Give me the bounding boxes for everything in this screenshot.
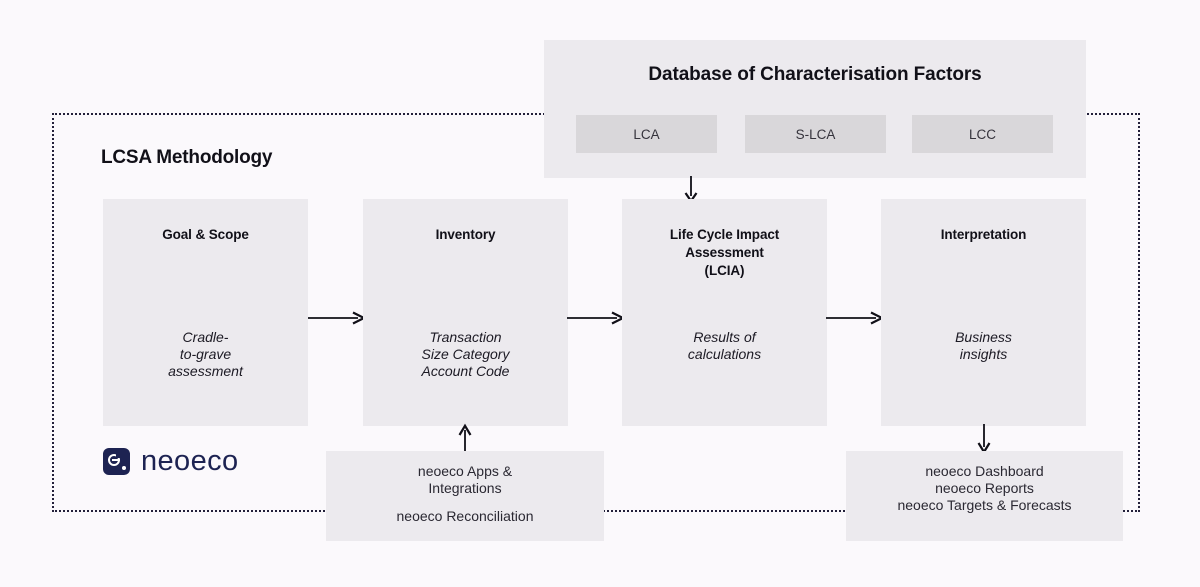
stage-title: Goal & Scope bbox=[162, 227, 249, 242]
database-chip-lcc[interactable]: LCC bbox=[912, 115, 1053, 153]
database-panel: Database of Characterisation Factors LCA… bbox=[544, 40, 1086, 178]
arrow-apps-to-inventory bbox=[458, 423, 472, 453]
feature-outputs-text: neoeco Dashboard neoeco Reports neoeco T… bbox=[852, 463, 1117, 514]
arrow-inventory-to-lcia bbox=[567, 311, 626, 325]
feature-inputs-text: neoeco Apps & Integrations neoeco Reconc… bbox=[332, 463, 598, 525]
logo-bar-shape bbox=[112, 458, 120, 462]
page-title: LCSA Methodology bbox=[101, 147, 273, 168]
stage-title: Interpretation bbox=[940, 227, 1027, 242]
logo-notch-shape bbox=[116, 454, 121, 459]
neoeco-logo: neoeco bbox=[103, 447, 239, 476]
feature-box-outputs: neoeco Dashboard neoeco Reports neoeco T… bbox=[846, 451, 1123, 541]
feature-line-2: Integrations bbox=[428, 480, 502, 497]
database-title: Database of Characterisation Factors bbox=[648, 64, 982, 85]
feature-spacer bbox=[332, 497, 598, 508]
feature-line-1: neoeco Dashboard bbox=[925, 463, 1044, 479]
arrow-goal-to-inventory bbox=[308, 311, 367, 325]
stage-title: Inventory bbox=[435, 227, 496, 242]
arrow-interpretation-to-outputs bbox=[977, 424, 991, 455]
arrow-lcia-to-interpretation bbox=[826, 311, 885, 325]
database-chip-slca[interactable]: S-LCA bbox=[745, 115, 886, 153]
logo-dot-shape bbox=[121, 465, 126, 470]
neoeco-logo-icon bbox=[103, 448, 130, 475]
feature-line-1: neoeco Apps & bbox=[417, 463, 513, 479]
feature-line-2: neoeco Reports bbox=[935, 480, 1034, 497]
feature-box-inputs: neoeco Apps & Integrations neoeco Reconc… bbox=[326, 451, 604, 541]
feature-line-3: neoeco Targets & Forecasts bbox=[897, 497, 1072, 514]
feature-line-3: neoeco Reconciliation bbox=[396, 508, 534, 525]
database-chip-lca[interactable]: LCA bbox=[576, 115, 717, 153]
neoeco-wordmark: neoeco bbox=[141, 445, 239, 477]
